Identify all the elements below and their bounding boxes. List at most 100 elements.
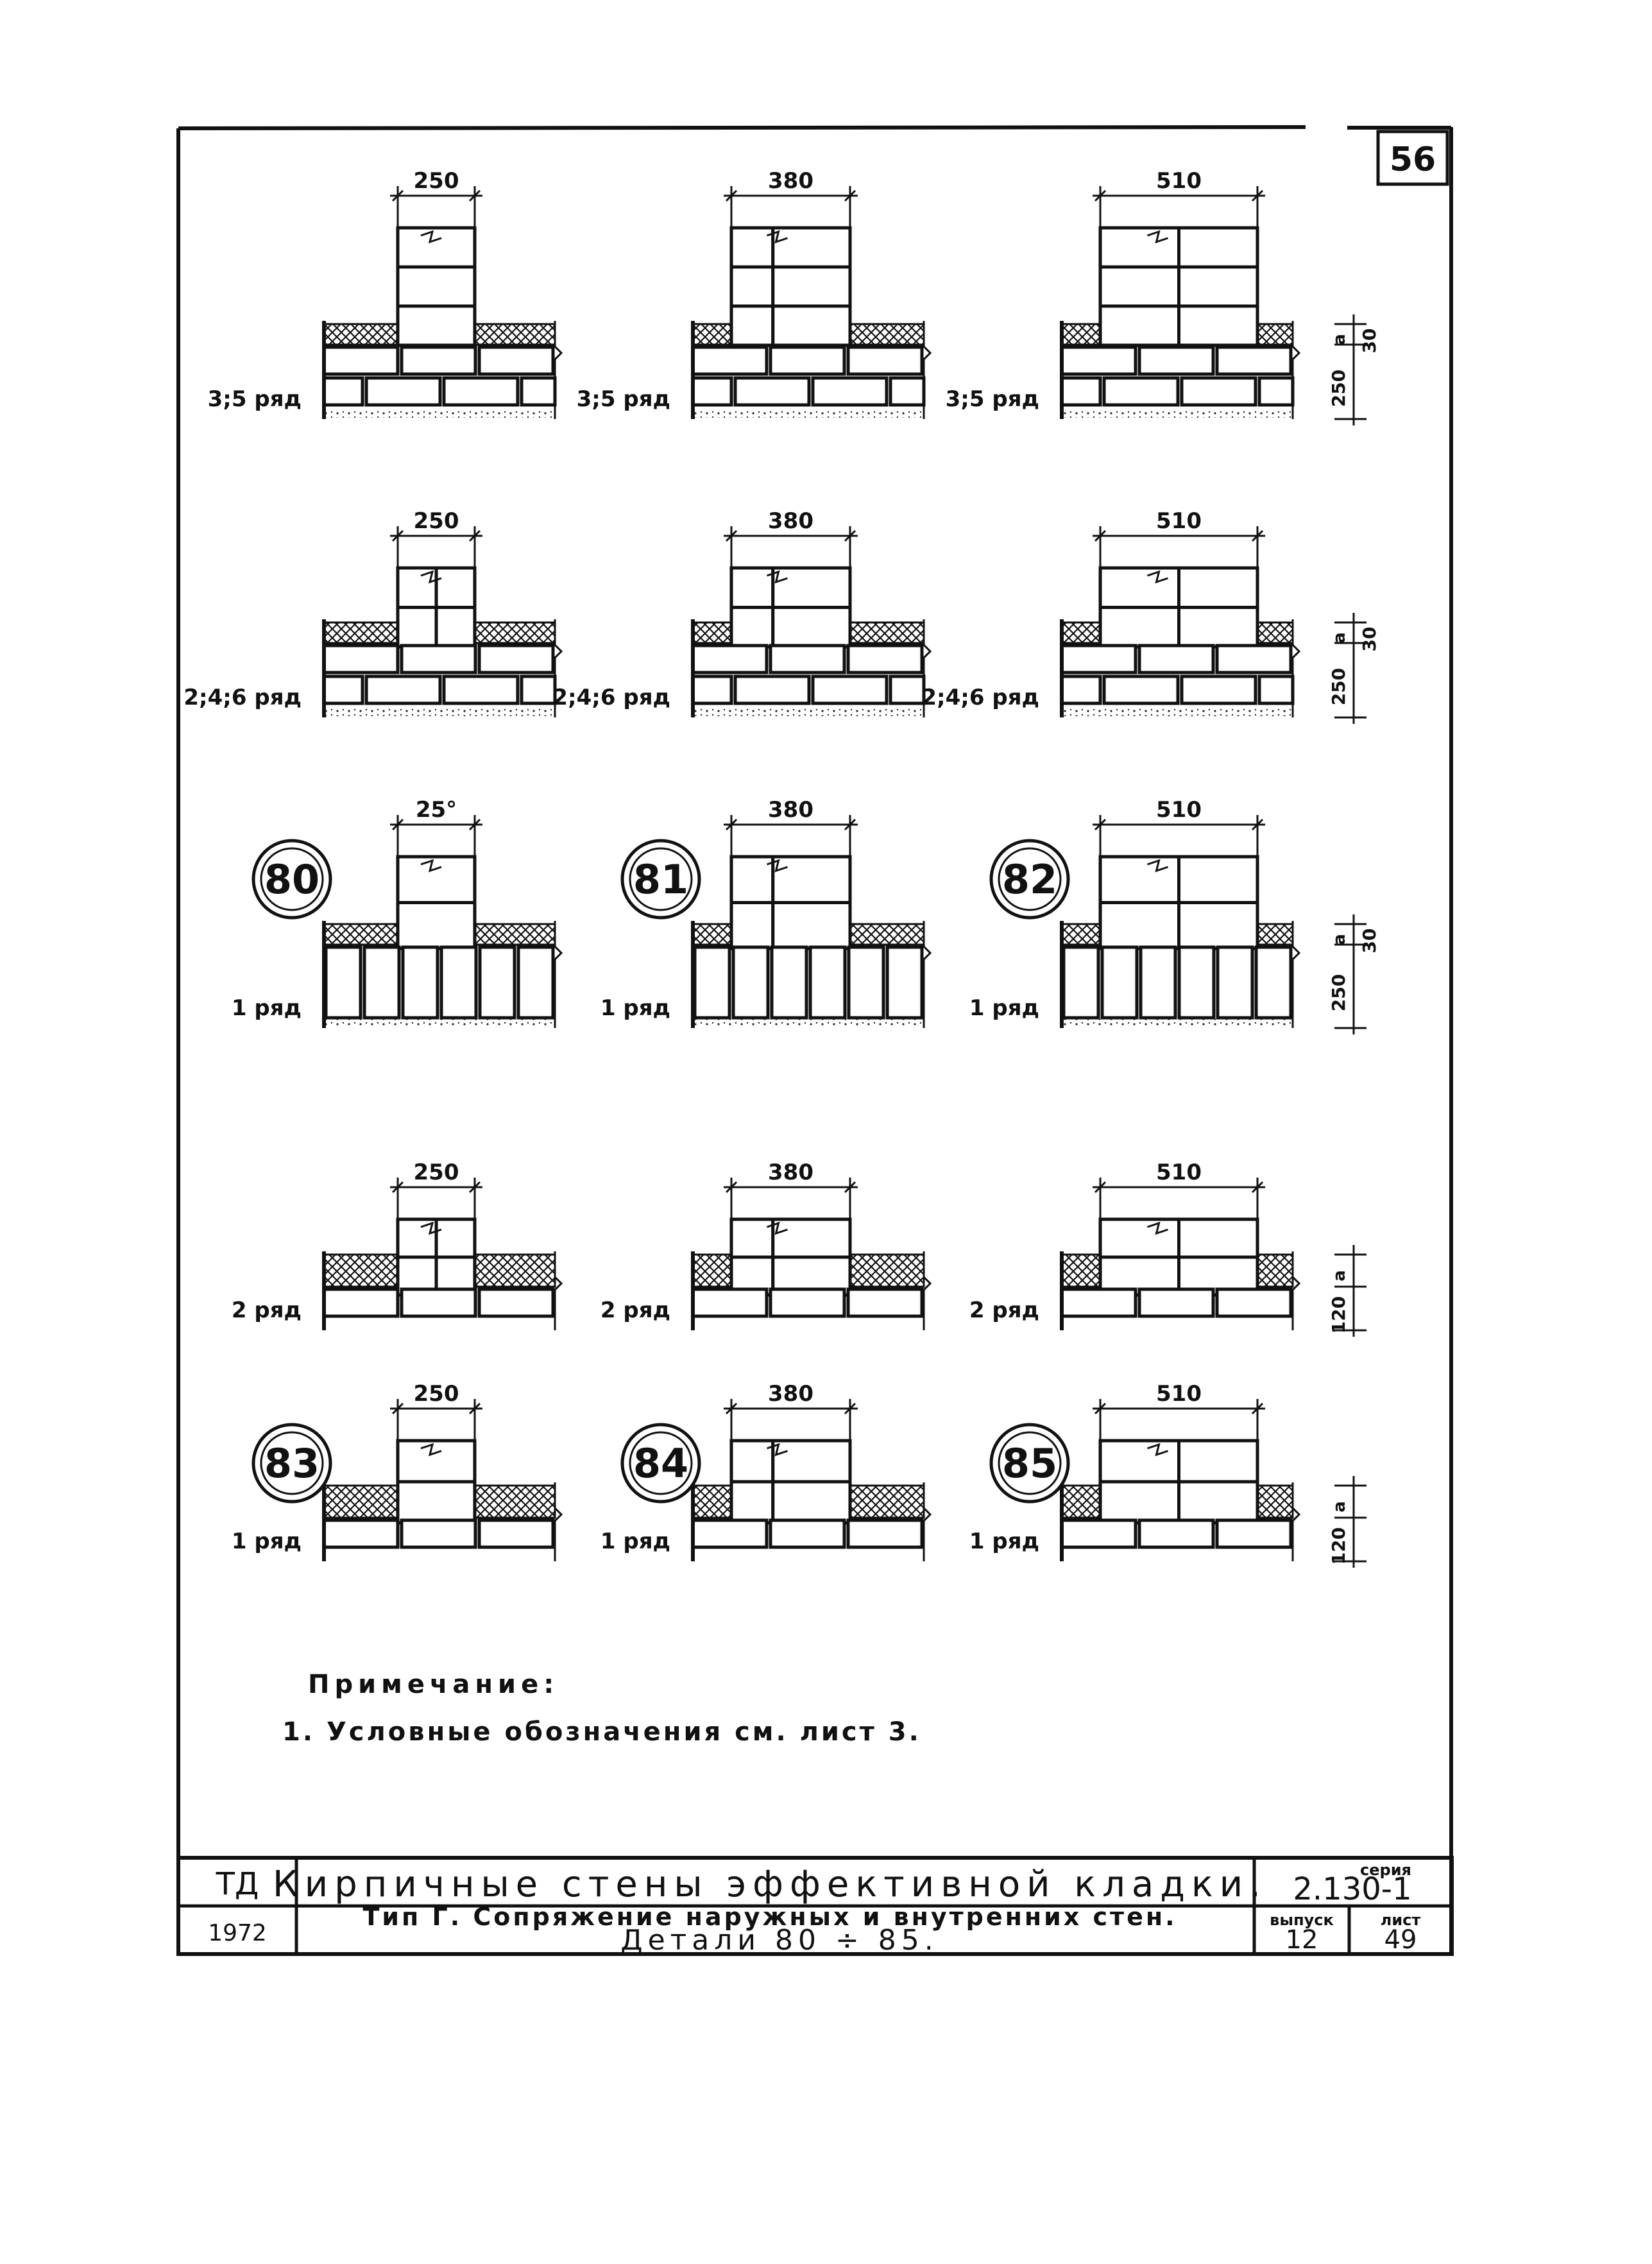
brick bbox=[1215, 1287, 1293, 1318]
brick bbox=[1060, 644, 1137, 674]
brick bbox=[729, 304, 775, 347]
brick bbox=[434, 606, 477, 649]
brick bbox=[1257, 376, 1295, 407]
break-line bbox=[1291, 321, 1301, 419]
break-mark bbox=[767, 1443, 788, 1457]
insulation-layer bbox=[692, 923, 733, 946]
note-heading: Примечание: bbox=[308, 1670, 559, 1699]
brick bbox=[1180, 674, 1257, 705]
detail-r2-c1: 250 2;4;6 ряд bbox=[183, 508, 563, 717]
row-label: 2;4;6 ряд bbox=[183, 685, 302, 710]
insulation-layer bbox=[323, 323, 399, 346]
detail-number: 81 bbox=[633, 856, 688, 903]
insulation-layer bbox=[1256, 621, 1294, 644]
insulation-layer bbox=[473, 1253, 556, 1288]
dimension-tick bbox=[391, 529, 404, 542]
brick bbox=[1177, 226, 1259, 269]
brick bbox=[889, 376, 926, 407]
dimension-width: 510 bbox=[1156, 168, 1202, 194]
dimension-thickness: 30 bbox=[1359, 627, 1380, 652]
brick bbox=[846, 1287, 924, 1318]
brick bbox=[846, 1518, 924, 1549]
note-item: 1. Условные обозначения см. лист 3. bbox=[282, 1717, 921, 1747]
break-mark bbox=[767, 1221, 788, 1235]
detail-marker bbox=[620, 1423, 701, 1504]
detail-marker bbox=[251, 1423, 332, 1504]
sheet-number-box: 56 bbox=[1376, 130, 1449, 186]
brick bbox=[1180, 376, 1257, 407]
dimension-width: 25° bbox=[416, 797, 457, 823]
brick bbox=[1060, 674, 1102, 705]
brick bbox=[771, 226, 852, 269]
break-mark bbox=[420, 1221, 442, 1235]
header-brick bbox=[1177, 945, 1216, 1020]
brick bbox=[771, 855, 852, 904]
detail-marker-inner bbox=[629, 847, 693, 911]
row-label: 3;5 ряд bbox=[577, 386, 670, 412]
brick bbox=[1098, 304, 1180, 347]
break-line bbox=[554, 1482, 563, 1561]
mortar-bed bbox=[1062, 1019, 1293, 1027]
row-label: 1 ряд bbox=[969, 995, 1039, 1021]
insulation-layer bbox=[1256, 323, 1294, 346]
title-block: ТД 1972 Кирпичные стены эффективной клад… bbox=[176, 1856, 1454, 1957]
brick bbox=[811, 376, 889, 407]
brick bbox=[729, 1217, 775, 1259]
detail-marker-inner bbox=[260, 847, 324, 911]
detail-marker bbox=[251, 839, 332, 920]
header-brick bbox=[1216, 945, 1254, 1020]
issue-value: 12 bbox=[1286, 1925, 1318, 1955]
brick bbox=[691, 1287, 769, 1318]
title-year: 1972 bbox=[208, 1920, 267, 1946]
brick bbox=[1060, 345, 1137, 376]
row-label: 2 ряд bbox=[600, 1298, 670, 1323]
dimension-tick bbox=[844, 189, 856, 202]
break-line bbox=[923, 619, 932, 717]
insulation-layer bbox=[473, 923, 556, 946]
issue-label: выпуск bbox=[1270, 1911, 1334, 1929]
dimension-thickness: 30 bbox=[1359, 329, 1380, 354]
brick bbox=[396, 226, 477, 269]
break-mark bbox=[1147, 230, 1168, 244]
dimension-tick bbox=[468, 189, 481, 202]
detail-number: 83 bbox=[264, 1440, 319, 1487]
detail-marker-inner bbox=[260, 1431, 324, 1495]
insulation-layer bbox=[1256, 923, 1294, 946]
brick bbox=[729, 1439, 775, 1484]
row-label: 1 ряд bbox=[600, 995, 670, 1021]
brick bbox=[769, 644, 846, 674]
dimension-tick bbox=[725, 818, 738, 831]
brick bbox=[1215, 345, 1293, 376]
brick bbox=[442, 376, 520, 407]
brick bbox=[729, 606, 775, 649]
brick bbox=[1137, 1518, 1215, 1549]
brick bbox=[771, 901, 852, 950]
detail-r3-c2: 380 1 ряд 81 bbox=[600, 797, 932, 1028]
mortar-bed bbox=[324, 708, 555, 716]
insulation-layer bbox=[473, 1484, 556, 1519]
brick bbox=[769, 1287, 846, 1318]
header-brick bbox=[516, 945, 555, 1020]
insulation-layer bbox=[1256, 1253, 1294, 1288]
brick bbox=[1060, 1518, 1137, 1549]
header-brick bbox=[439, 945, 478, 1020]
mortar-bed bbox=[693, 410, 924, 418]
dimension-tick bbox=[844, 818, 856, 831]
insulation-layer bbox=[323, 923, 399, 946]
dimension-tick bbox=[725, 189, 738, 202]
insulation-layer bbox=[1060, 923, 1102, 946]
brick bbox=[1102, 376, 1180, 407]
row-label: 1 ряд bbox=[232, 995, 302, 1021]
dimension-width: 380 bbox=[768, 797, 813, 823]
brick bbox=[477, 1518, 555, 1549]
dimension-width: 250 bbox=[414, 508, 459, 534]
dimension-tick bbox=[391, 818, 404, 831]
brick bbox=[322, 644, 400, 674]
note: Примечание: 1. Условные обозначения см. … bbox=[282, 1670, 921, 1747]
break-line bbox=[554, 921, 563, 1028]
detail-number: 85 bbox=[1002, 1440, 1057, 1487]
brick bbox=[434, 1217, 477, 1259]
